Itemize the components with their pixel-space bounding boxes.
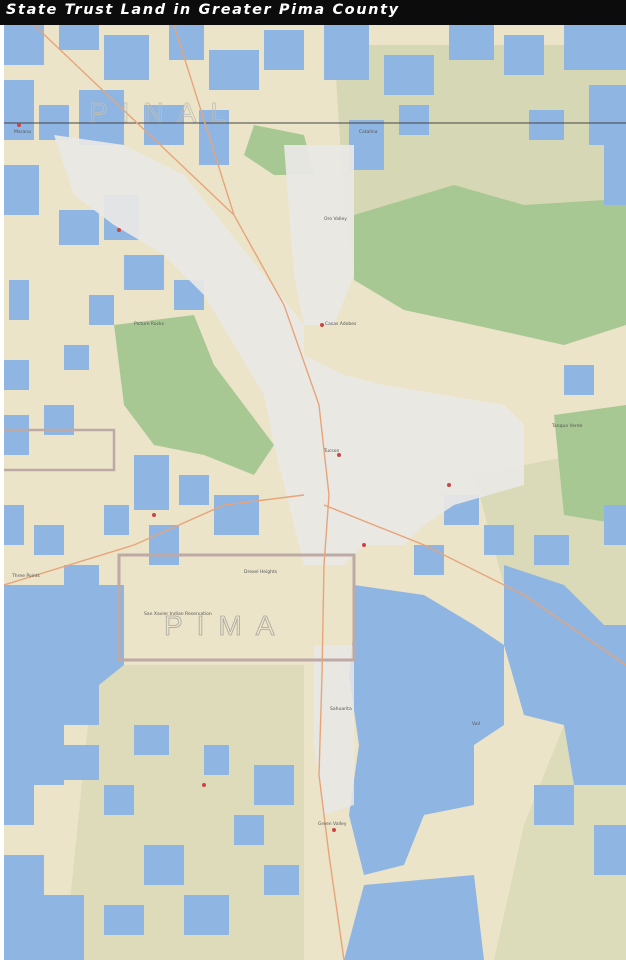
map-title: State Trust Land in Greater Pima County <box>6 2 400 18</box>
county-label-pinal: PINAL <box>89 97 240 128</box>
title-bar: State Trust Land in Greater Pima County <box>0 0 626 25</box>
label-oro-valley: Oro Valley <box>324 216 347 222</box>
label-green-valley: Green Valley <box>318 821 347 827</box>
label-three-points: Three Points <box>11 573 40 579</box>
boundary-lines <box>4 122 626 662</box>
label-marana: Marana <box>14 129 31 135</box>
label-reservation: San Xavier Indian Reservation <box>144 611 212 617</box>
label-picture-rocks: Picture Rocks <box>134 321 165 327</box>
label-vail: Vail <box>472 721 480 727</box>
forest-areas <box>114 125 626 525</box>
label-drexel-heights: Drexel Heights <box>244 569 278 575</box>
state-trust-land-parcels <box>4 25 626 960</box>
label-casas-adobes: Casas Adobes <box>325 321 357 327</box>
urban-area <box>54 135 524 815</box>
roads <box>4 25 626 960</box>
label-sahuarita: Sahuarita <box>330 706 352 712</box>
place-markers <box>17 123 451 832</box>
label-tucson: Tucson <box>323 448 339 454</box>
map-svg: Casas Adobes Tucson Tanque Verde Drexel … <box>4 25 626 960</box>
county-label-pima: PIMA <box>164 610 288 641</box>
label-catalina: Catalina <box>359 129 378 135</box>
label-tanque-verde: Tanque Verde <box>551 423 583 429</box>
map-area[interactable]: Casas Adobes Tucson Tanque Verde Drexel … <box>4 25 626 960</box>
